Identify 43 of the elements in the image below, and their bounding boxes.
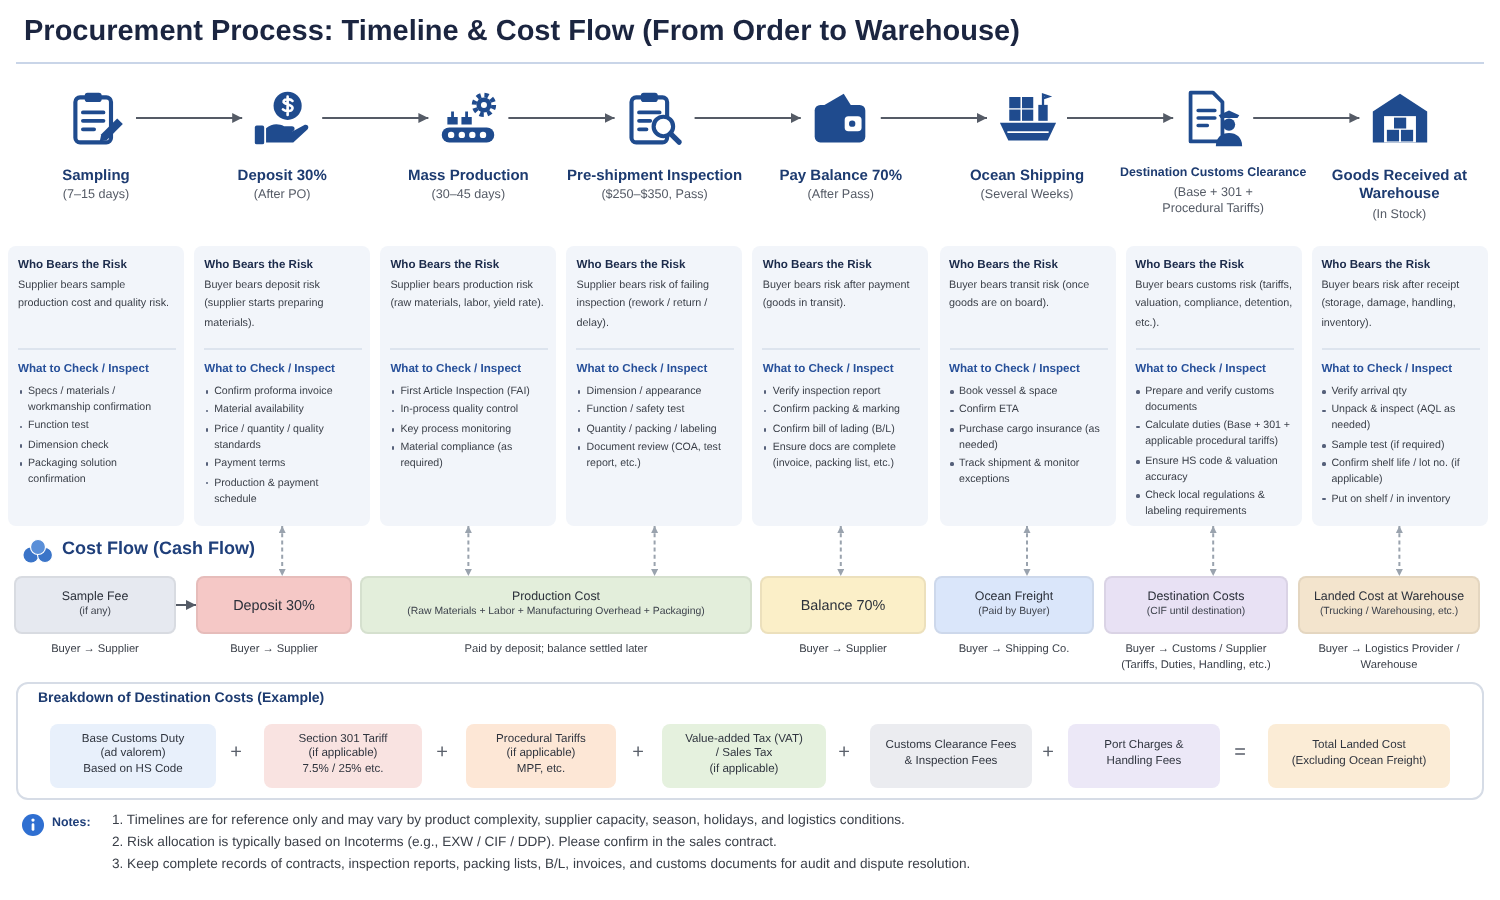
- arrow: [321, 113, 430, 123]
- info-card: [566, 246, 743, 526]
- double-headed-arrow: [464, 525, 472, 577]
- info-card: [8, 246, 184, 526]
- breakdown-panel: [16, 682, 1484, 800]
- double-headed-arrow: [1395, 525, 1403, 577]
- cost-item-box: [466, 724, 616, 788]
- section-title: Cost Flow (Cash Flow): [62, 538, 255, 558]
- cost-box: [196, 576, 352, 634]
- info-card: [752, 246, 929, 526]
- cost-box: [14, 576, 176, 634]
- cost-box: [360, 576, 752, 634]
- double-headed-arrow: [837, 525, 845, 577]
- operator-sign: +: [436, 742, 448, 764]
- cost-box: [1104, 576, 1288, 634]
- arrow: [135, 113, 244, 123]
- arrow: [1066, 113, 1175, 123]
- arrow: [507, 113, 616, 123]
- double-headed-arrow: [1209, 525, 1217, 577]
- info-card: [1125, 246, 1302, 526]
- arrow: [693, 113, 802, 123]
- cost-box: [934, 576, 1094, 634]
- info-card: [1311, 246, 1488, 526]
- operator-sign: =: [1234, 742, 1246, 764]
- arrow: [175, 600, 197, 610]
- arrow: [879, 113, 988, 123]
- cost-item-box: [662, 724, 826, 788]
- operator-sign: +: [1042, 742, 1054, 764]
- cost-item-box: [1268, 724, 1450, 788]
- cost-box: [760, 576, 926, 634]
- info-card: [939, 246, 1115, 526]
- double-headed-arrow: [278, 525, 286, 577]
- arrow: [1252, 113, 1361, 123]
- cost-box: [1298, 576, 1480, 634]
- operator-sign: +: [632, 742, 644, 764]
- info-card: [380, 246, 557, 526]
- operator-sign: +: [230, 742, 242, 764]
- info-card: [194, 246, 371, 526]
- double-headed-arrow: [651, 525, 659, 577]
- double-headed-arrow: [1023, 525, 1031, 577]
- page-title: Procurement Process: Timeline & Cost Flow (From Order to Warehouse): [24, 14, 1020, 50]
- cost-item-box: [264, 724, 422, 788]
- operator-sign: +: [838, 742, 850, 764]
